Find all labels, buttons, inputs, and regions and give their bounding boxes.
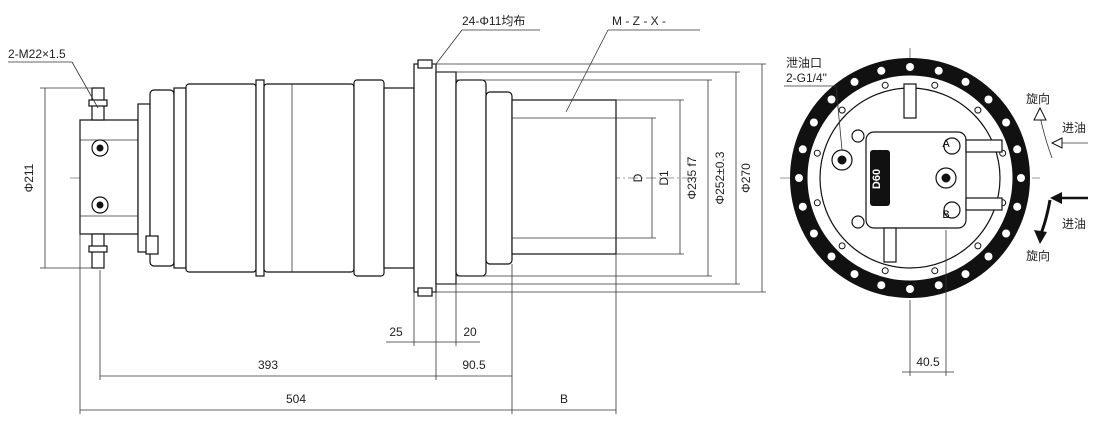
reducer-neck (383, 87, 415, 269)
dim-504: 504 (286, 392, 306, 406)
front-nameplate (870, 150, 890, 206)
inner-bolt-hole (931, 267, 939, 275)
port-a-label: A (942, 138, 950, 150)
label-drain-port-title: 泄油口 (786, 56, 822, 70)
inner-bolt-hole (881, 81, 889, 89)
upper-port-fitting (88, 87, 109, 157)
bolt-hole (1013, 145, 1022, 154)
motor-mark: D60 (871, 169, 883, 189)
dim-d270: Φ270 (739, 163, 753, 193)
valve-block (79, 119, 139, 235)
inner-bolt-hole (813, 199, 821, 207)
inner-bolt-hole (931, 81, 939, 89)
lower-port-fitting (88, 196, 109, 269)
front-right-fitting-a (965, 139, 1003, 153)
inner-bolt-hole (838, 242, 846, 250)
dim-40-5: 40.5 (916, 355, 940, 369)
inner-bolt-hole (813, 149, 821, 157)
side-dimensions: Φ211 D D1 Φ235 f7 Φ252±0.3 Φ270 25 20 (8, 14, 766, 414)
bolt-hole (984, 252, 993, 261)
motor-body-ring-2 (173, 87, 187, 269)
output-bearing-cap (485, 91, 513, 265)
bolt-hole (934, 66, 943, 75)
inner-bolt-hole (974, 242, 982, 250)
front-bottom-fitting (883, 227, 897, 263)
label-port-spec: 2-M22×1.5 (8, 47, 66, 61)
stage-ring-1 (255, 79, 265, 277)
bolt-hole (1002, 118, 1011, 127)
label-rotation-bottom: 旋向 (1026, 248, 1050, 263)
bolt-hole (827, 95, 836, 104)
bolt-hole (809, 118, 818, 127)
label-model-code: M - Z - X - (612, 14, 666, 28)
bolt-hole (984, 95, 993, 104)
bolt-hole (850, 270, 859, 279)
inner-bolt-hole (838, 106, 846, 114)
brake-housing (185, 83, 257, 273)
bolt-hole (798, 145, 807, 154)
bolt-hole (906, 63, 914, 71)
bolt-hole (1013, 202, 1022, 211)
port-b-label: B (942, 209, 949, 221)
dim-20: 20 (463, 325, 477, 339)
motor-flange (137, 103, 151, 253)
reducer-stage-1 (263, 83, 355, 273)
dim-d1: D1 (657, 170, 671, 186)
bolt-hole (906, 285, 914, 293)
label-drain-port-spec: 2-G1/4" (786, 71, 827, 85)
label-bolt-holes: 24-Φ11均布 (462, 14, 525, 28)
inner-bolt-hole (881, 267, 889, 275)
bolt-hole (798, 202, 807, 211)
dim-d211: Φ211 (22, 163, 36, 192)
bolt-hole (877, 66, 886, 75)
dim-393: 393 (258, 358, 278, 372)
bolt-hole (795, 174, 803, 182)
reducer-stage-2 (353, 79, 385, 277)
output-housing (455, 79, 487, 277)
flange-pilot (435, 71, 457, 285)
dim-90-5: 90.5 (462, 358, 486, 372)
bolt-hole (1002, 229, 1011, 238)
mounting-flange (413, 63, 437, 293)
bolt-hole (827, 252, 836, 261)
front-right-fitting-b (965, 197, 1003, 211)
dim-25: 25 (389, 325, 403, 339)
bolt-hole (809, 229, 818, 238)
bolt-hole (961, 270, 970, 279)
bolt-hole (877, 281, 886, 290)
output-hub (511, 99, 617, 255)
bolt-hole (961, 77, 970, 86)
bolt-hole (1017, 174, 1025, 182)
label-inlet-bottom: 进油 (1062, 217, 1086, 231)
bolt-hole (850, 77, 859, 86)
dim-d252: Φ252±0.3 (713, 151, 727, 204)
dim-b: B (560, 392, 568, 406)
front-top-fitting (903, 83, 917, 119)
front-view: D60 A B 40.5 泄油口 2-G1/4" 旋向 进油 (780, 48, 1088, 376)
side-plug (145, 235, 159, 255)
label-inlet-top: 进油 (1062, 121, 1086, 135)
label-rotation-top: 旋向 (1026, 91, 1050, 106)
bolt-hole-pattern (795, 63, 1025, 293)
dim-d235: Φ235 f7 (685, 156, 699, 199)
bolt-hole (934, 281, 943, 290)
side-view (70, 59, 700, 297)
front-valve-block (865, 131, 967, 229)
dim-d: D (631, 173, 645, 182)
inner-bolt-hole (974, 106, 982, 114)
